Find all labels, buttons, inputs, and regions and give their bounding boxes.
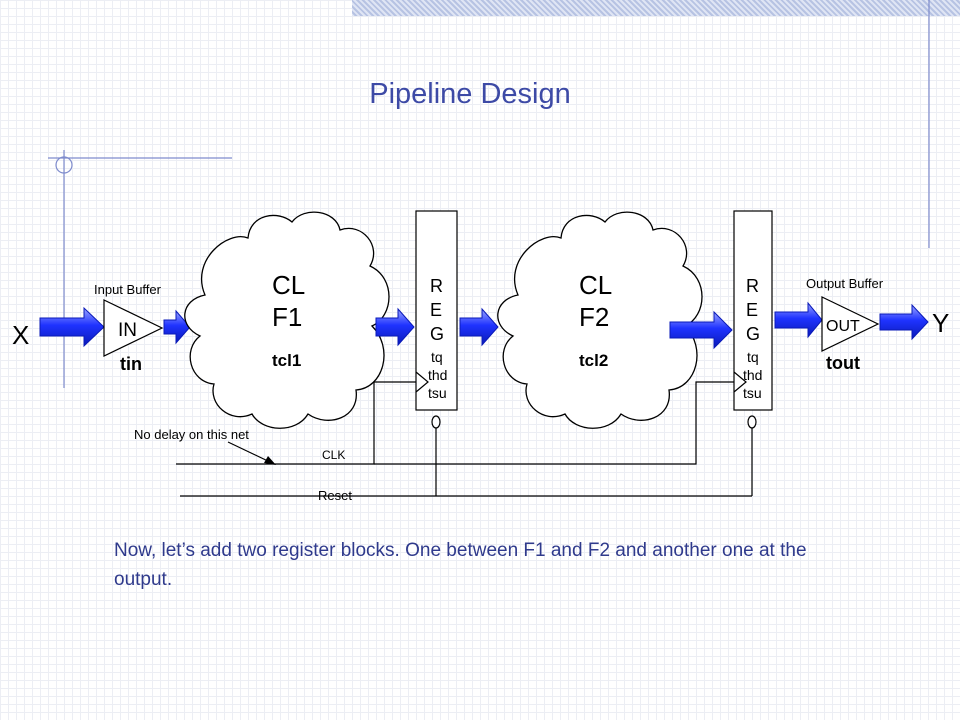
reg1-clock-triangle [415, 371, 429, 393]
reg1-letter-e: E [430, 300, 442, 320]
reg2-param-tsu: tsu [743, 385, 762, 401]
reg2-param-tq: tq [747, 349, 759, 365]
output-label: Y [932, 308, 949, 338]
reg2-letter-e: E [746, 300, 758, 320]
no-delay-pointer [227, 441, 276, 465]
reg1-param-tq: tq [431, 349, 443, 365]
reg1-param-tsu: tsu [428, 385, 447, 401]
header-stripe [352, 0, 960, 16]
output-arrow [879, 303, 929, 341]
slide-caption: Now, let’s add two register blocks. One … [114, 540, 807, 590]
slide-decoration [48, 0, 930, 388]
reg2-clock-triangle [733, 371, 747, 393]
cloud-f1-line1: CL [272, 270, 305, 300]
reg1-letter-r: R [430, 276, 443, 296]
reg2-reset-bubble [747, 415, 757, 429]
cloud-f1-line2: F1 [272, 302, 302, 332]
input-label: X [12, 320, 29, 350]
input-buffer-triangle [103, 299, 164, 357]
cloud-f1 [184, 211, 390, 429]
input-buffer-name: IN [118, 320, 137, 341]
cloud-f2-delay: tcl2 [579, 351, 608, 370]
arrow-cl2-to-reg2 [669, 310, 733, 350]
reg2-letter-g: G [746, 324, 760, 344]
reset-net [180, 428, 753, 497]
reg2-param-thd: thd [743, 367, 762, 383]
clk-label: CLK [322, 448, 345, 462]
cloud-f2-line1: CL [579, 270, 612, 300]
output-buffer-triangle [821, 296, 880, 352]
arrow-reg1-to-cl2 [459, 307, 499, 347]
slide-title: Pipeline Design [369, 78, 571, 110]
cloud-f2-line2: F2 [579, 302, 609, 332]
input-arrow [39, 306, 105, 348]
arrow-to-cl1 [163, 309, 191, 345]
output-buffer-delay: tout [826, 353, 860, 373]
no-delay-note: No delay on this net [134, 427, 249, 442]
input-buffer-delay: tin [120, 354, 142, 374]
register-1 [415, 210, 458, 411]
reg1-letter-g: G [430, 324, 444, 344]
cloud-f2 [497, 211, 703, 429]
reg1-reset-bubble [431, 415, 441, 429]
arrow-reg2-to-outbuf [774, 301, 823, 339]
output-buffer-name: OUT [826, 318, 860, 335]
reg2-letter-r: R [746, 276, 759, 296]
reg1-param-thd: thd [428, 367, 447, 383]
cloud-f1-delay: tcl1 [272, 351, 301, 370]
arrow-cl1-to-reg1 [375, 307, 415, 347]
input-buffer-caption: Input Buffer [94, 282, 162, 297]
reset-label: Reset [318, 488, 352, 503]
output-buffer-caption: Output Buffer [806, 276, 884, 291]
